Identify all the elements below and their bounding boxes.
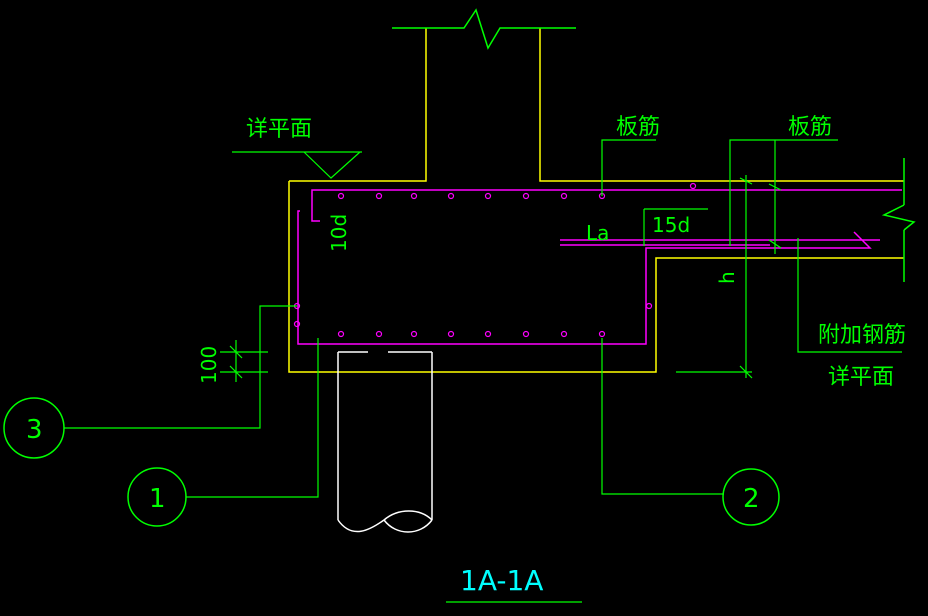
callout-circles [3,397,780,527]
dim-15d-label: 15d [652,213,690,237]
callout-2-label: 2 [743,484,760,514]
dim-10d-label: 10d [327,214,351,252]
column-break-line [392,8,576,50]
rebar-dots-bottom [293,302,653,338]
additional-rebar-label: 附加钢筋 [818,323,906,348]
detail-plan-label-right: 详平面 [828,365,894,390]
callout-3-label: 3 [26,415,43,445]
callout-1-label: 1 [149,484,166,514]
callout-1-circle [127,467,187,527]
slab-rebar-label-1: 板筋 [616,115,660,140]
column-outline [288,28,904,373]
section-title: 1A-1A [460,564,543,597]
slab-rebar-label-2: 板筋 [788,115,832,140]
callout-3-circle [3,397,65,459]
dim-h-label: h [715,271,739,284]
rebar-dots-top [337,182,697,200]
dim-100-label: 100 [197,346,221,384]
detail-plan-label-left: 详平面 [246,117,312,142]
pile [337,351,433,533]
leader-lines [64,139,902,603]
slab-break-line [881,158,916,282]
callout-2-circle [722,468,780,526]
beam-rebar [297,189,902,345]
dim-la-label: La [586,221,609,245]
